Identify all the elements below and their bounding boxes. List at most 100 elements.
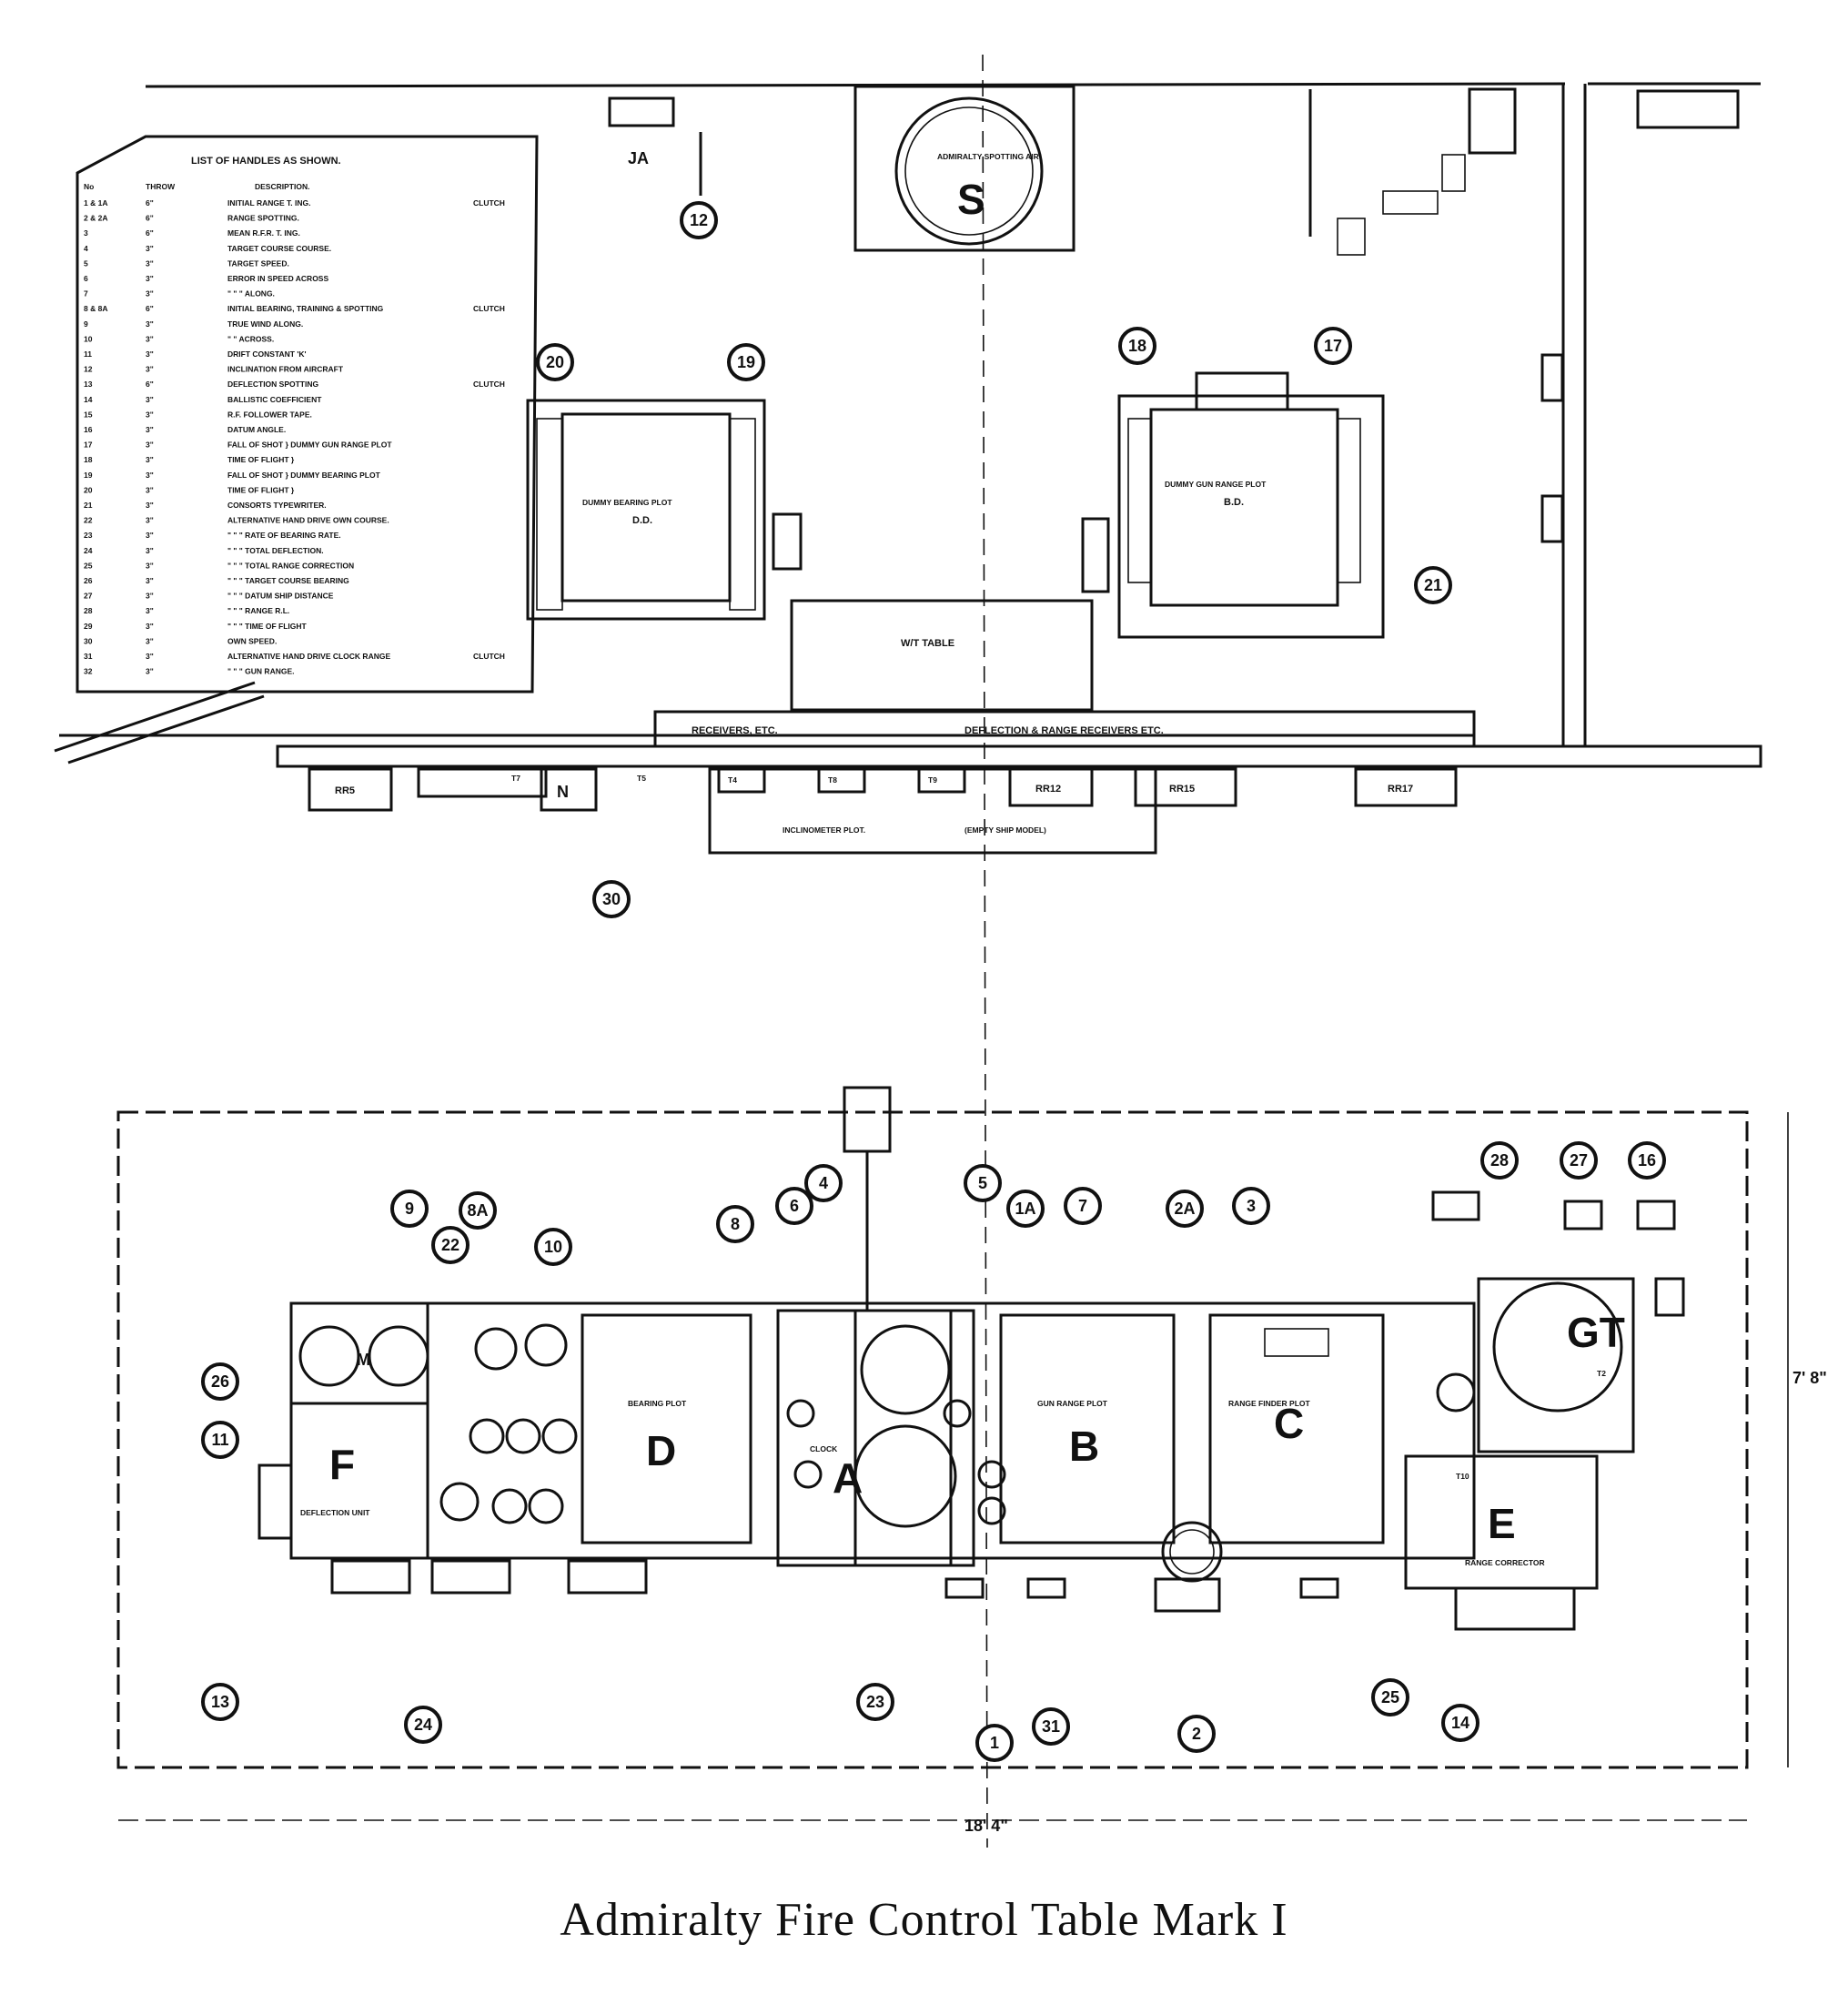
callout-3: 3 [1247,1197,1256,1215]
callout-circle-8 [716,1205,754,1243]
handles-row-7-col-3: " " " ALONG. [227,289,275,299]
callout-circle-11 [201,1421,239,1459]
callout-16: 16 [1638,1151,1656,1170]
rr15-label: RR15 [1169,784,1195,795]
handles-row-14-col-3: BALLISTIC COEFFICIENT [227,395,322,404]
callout-8A: 8A [467,1201,488,1220]
handles-row-9-col-3: TRUE WIND ALONG. [227,319,303,329]
handles-row-25-col-3: " " " TOTAL RANGE CORRECTION [227,561,354,570]
lower-plan: 7' 8" 18' 4" M F DEFLECTION UNIT BEARING… [116,1086,1827,1835]
handles-row-18-col-3: TIME OF FLIGHT } [227,455,295,464]
callout-27: 27 [1570,1151,1588,1170]
callout-circle-22 [431,1226,470,1264]
handles-row-16-col-1: 16 [84,425,93,434]
handles-row-13-col-4: CLUTCH [473,380,505,389]
handles-row-14-col-2: 3" [146,395,154,404]
handles-row-15-col-2: 3" [146,410,154,419]
callout-circle-31 [1032,1707,1070,1746]
dummy-bearing-plot: DUMMY BEARING PLOT D.D. [526,399,803,621]
callout-circle-21 [1414,566,1452,604]
handles-row-6-col-1: 6 [84,274,88,283]
inclinometer-plot-label: INCLINOMETER PLOT. [783,825,865,835]
t9-label: T9 [928,775,937,785]
callout-circle-20 [536,343,574,381]
handles-row-9-col-2: 3" [146,319,154,329]
t4-label: T4 [728,775,737,785]
handles-row-25-col-1: 25 [84,561,93,570]
handles-row-5-col-1: 5 [84,258,88,268]
handles-row-21-col-2: 3" [146,501,154,510]
label-f: F [329,1441,355,1488]
label-c-title: RANGE FINDER PLOT [1228,1399,1311,1408]
inclinometer-plot-note: (EMPTY SHIP MODEL) [964,825,1046,835]
label-d-title: BEARING PLOT [628,1399,687,1408]
handles-row-8-col-2: 6" [146,304,154,313]
dummy-gun-range-plot: DUMMY GUN RANGE PLOT B.D. [1081,371,1385,639]
handles-row-6-col-3: ERROR IN SPEED ACROSS [227,274,328,283]
handles-row-25-col-2: 3" [146,561,154,570]
callout-26: 26 [211,1372,229,1391]
handles-row-6-col-2: 3" [146,274,154,283]
range-finder-plot [1208,1313,1385,1544]
handles-row-10-col-1: 10 [84,334,93,343]
handles-row-31-col-1: 31 [84,652,93,661]
handles-row-26-col-2: 3" [146,576,154,585]
handles-row-17-col-3: FALL OF SHOT } DUMMY GUN RANGE PLOT [227,440,392,450]
handles-row-21-col-3: CONSORTS TYPEWRITER. [227,501,327,510]
callout-8: 8 [731,1215,740,1233]
handles-row-32-col-1: 32 [84,667,93,676]
label-d: D [646,1427,676,1474]
callout-1A: 1A [1015,1200,1035,1218]
handles-row-3-col-3: MEAN R.F.R. T. ING. [227,228,300,238]
centre-line [982,54,988,1848]
callout-circle-10 [534,1228,572,1266]
callout-12: 12 [690,211,708,229]
callout-6: 6 [790,1197,799,1215]
handles-row-13-col-1: 13 [84,380,93,389]
callout-circle-6 [775,1187,813,1225]
callout-18: 18 [1128,337,1146,355]
handles-row-19-col-1: 19 [84,471,93,480]
rr17-label: RR17 [1388,784,1413,795]
callout-14: 14 [1451,1714,1469,1732]
handles-row-31-col-2: 3" [146,652,154,661]
handles-row-12-col-1: 12 [84,365,93,374]
handles-row-3-col-1: 3 [84,228,88,238]
label-gt: GT [1567,1309,1625,1356]
handles-row-30-col-2: 3" [146,636,154,645]
handles-row-13-col-2: 6" [146,380,154,389]
figure-caption: Admiralty Fire Control Table Mark I [560,1894,1288,1946]
callout-circle-25 [1371,1678,1409,1716]
callout-circle-14 [1441,1704,1479,1742]
handles-row-18-col-1: 18 [84,455,93,464]
handles-row-5-col-2: 3" [146,258,154,268]
callout-11: 11 [211,1431,228,1449]
handles-row-15-col-3: R.F. FOLLOWER TAPE. [227,410,312,419]
callout-10: 10 [544,1238,562,1256]
handles-row-8-col-1: 8 & 8A [84,304,107,313]
dummy-gun-range-plot-code: B.D. [1224,497,1244,508]
rr5-label: RR5 [335,785,355,796]
callout-circle-2A [1166,1190,1204,1228]
handles-row-2-col-2: 6" [146,214,154,223]
handles-row-26-col-1: 26 [84,576,93,585]
t2-label: T2 [1597,1369,1606,1378]
label-b: B [1069,1423,1099,1470]
callout-circle-12 [680,201,718,239]
handles-row-31-col-3: ALTERNATIVE HAND DRIVE CLOCK RANGE [227,652,390,661]
callout-circle-2 [1177,1715,1216,1753]
label-a: A [833,1454,863,1502]
callout-circle-7 [1064,1187,1102,1225]
callout-circle-24 [404,1706,442,1744]
handles-row-28-col-3: " " " RANGE R.L. [227,606,289,615]
callout-circle-13 [201,1683,239,1721]
front-shelf [276,744,1762,768]
handles-row-13-col-3: DEFLECTION SPOTTING [227,380,319,389]
handles-row-27-col-1: 27 [84,592,93,601]
callout-17: 17 [1324,337,1342,355]
handles-row-22-col-1: 22 [84,516,93,525]
handles-row-4-col-3: TARGET COURSE COURSE. [227,244,331,253]
handles-row-2-col-1: 2 & 2A [84,214,107,223]
